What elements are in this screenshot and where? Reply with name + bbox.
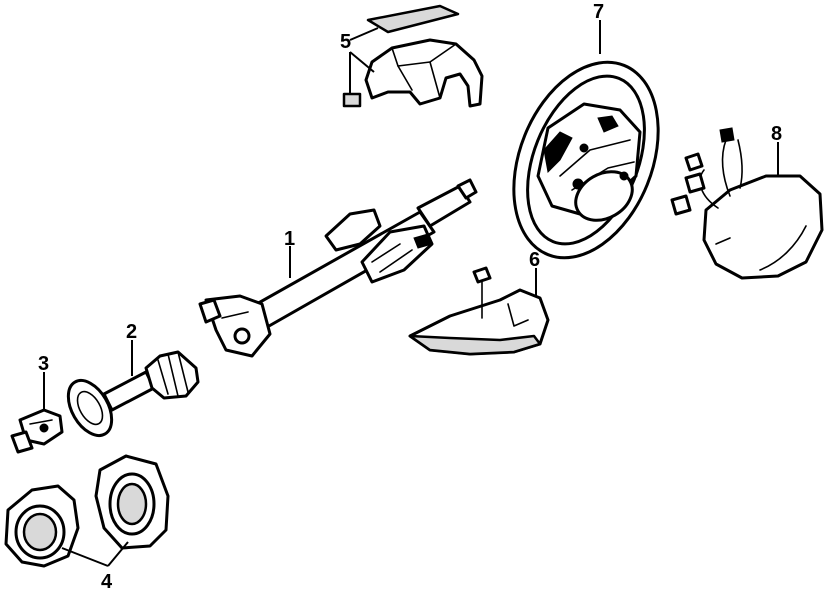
callout-7-group: 7 [593,1,604,54]
steering-wheel [512,60,660,260]
callout-8-group: 8 [771,123,782,176]
callout-4-group: 4 [61,541,129,593]
callout-3-group: 3 [38,353,49,410]
shaft-coupler [10,408,64,454]
callout-8: 8 [771,123,782,145]
intermediate-shaft [66,350,200,437]
callout-5-group: 5 [340,27,379,94]
callout-6: 6 [529,249,540,271]
callout-1: 1 [284,228,295,250]
callout-3: 3 [38,353,49,375]
callout-2-group: 2 [126,321,137,376]
callout-6-group: 6 [529,249,540,296]
upper-column-cover [342,4,484,108]
callout-4: 4 [101,571,113,593]
callout-2: 2 [126,321,137,343]
air-bag-module [670,127,824,280]
callout-5: 5 [340,31,351,53]
callout-7: 7 [593,1,604,23]
callout-1-group: 1 [284,228,295,278]
lower-column-cover [408,266,550,356]
steering-column [198,178,478,358]
boot-seal [4,454,170,568]
